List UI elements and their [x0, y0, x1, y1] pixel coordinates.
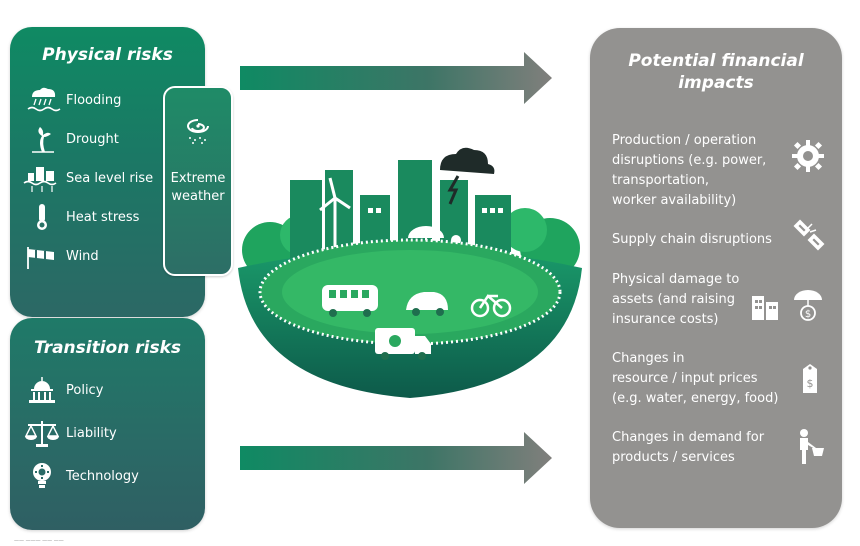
gear-icon [790, 138, 826, 178]
impact-line: (e.g. water, energy, food) [612, 391, 779, 406]
risk-label: Technology [66, 468, 139, 484]
footer-text: —— ——— —— —— [14, 538, 64, 544]
impact-line: disruptions (e.g. power, [612, 153, 767, 168]
extreme-weather-line: weather [171, 189, 225, 204]
impact-line: transportation, [612, 173, 710, 188]
risk-label: Sea level rise [66, 170, 154, 186]
transition-risks-panel: Transition risks Policy Liability Techno… [10, 318, 205, 530]
impact-resource-prices: Changes in resource / input prices (e.g.… [612, 349, 778, 409]
risk-item-liability: Liability [22, 418, 117, 448]
impact-line: resource / input prices [612, 371, 758, 386]
recycling-truck-icon [375, 328, 431, 360]
impact-line: Changes in [612, 351, 685, 366]
risk-item-heat-stress: Heat stress [22, 202, 139, 232]
impact-line: insurance costs) [612, 312, 719, 327]
island-bowl [238, 238, 582, 398]
drought-icon [22, 124, 66, 154]
title-line: Potential financial [628, 51, 804, 71]
impact-line: products / services [612, 450, 735, 465]
risk-item-technology: Technology [22, 461, 139, 491]
risk-label: Drought [66, 131, 119, 147]
bicycle-icon [470, 294, 512, 318]
svg-text:$: $ [807, 377, 814, 390]
flood-icon [22, 85, 66, 115]
shopper-icon [792, 428, 826, 470]
impact-line: worker availability) [612, 193, 737, 208]
vehicles [322, 285, 512, 360]
lower-arrow [240, 432, 552, 484]
risk-label: Flooding [66, 92, 122, 108]
impact-production: Production / operation disruptions (e.g.… [612, 131, 766, 211]
price-tag-icon: $ [797, 363, 823, 401]
capitol-icon [22, 375, 66, 405]
risk-item-wind: Wind [22, 241, 99, 271]
upper-arrow [240, 52, 552, 104]
extreme-weather-label: Extreme weather [165, 170, 231, 206]
risk-item-policy: Policy [22, 375, 103, 405]
storm-icon [182, 116, 214, 150]
impact-line: Changes in demand for [612, 430, 765, 445]
risk-item-flooding: Flooding [22, 85, 121, 115]
transition-risks-title: Transition risks [33, 338, 182, 358]
risk-label: Liability [66, 425, 117, 441]
impact-physical-damage: Physical damage to assets (and raising i… [612, 270, 739, 330]
buildings-umbrella-icon: $ [750, 286, 830, 330]
impact-line: Physical damage to [612, 272, 740, 287]
bus-icon [322, 285, 378, 317]
risk-label: Wind [66, 248, 99, 264]
financial-impacts-panel: Potential financial impacts Production /… [590, 28, 842, 528]
thermometer-icon [22, 202, 66, 232]
sea-level-icon [22, 163, 66, 193]
windsock-icon [22, 241, 66, 271]
electric-car-icon [406, 292, 448, 316]
extreme-weather-box: Extreme weather [163, 86, 233, 276]
risk-item-sea-level-rise: Sea level rise [22, 163, 153, 193]
risk-label: Heat stress [66, 209, 140, 225]
broken-chain-icon [790, 218, 826, 258]
impact-demand: Changes in demand for products / service… [612, 428, 764, 468]
risk-label: Policy [66, 382, 104, 398]
title-line: impacts [678, 73, 754, 93]
extreme-weather-line: Extreme [170, 171, 226, 186]
city-island-illustration [238, 147, 582, 398]
financial-impacts-title: Potential financial impacts [590, 50, 842, 94]
svg-text:$: $ [805, 309, 811, 320]
lightbulb-gear-icon [22, 461, 66, 491]
impact-line: assets (and raising [612, 292, 735, 307]
physical-risks-title: Physical risks [42, 45, 173, 65]
impact-line: Supply chain disruptions [612, 232, 772, 247]
building-windows [368, 208, 503, 213]
risk-item-drought: Drought [22, 124, 119, 154]
impact-supply-chain: Supply chain disruptions [612, 230, 772, 250]
impact-line: Production / operation [612, 133, 757, 148]
storm-cloud [440, 147, 495, 205]
scales-icon [22, 418, 66, 448]
